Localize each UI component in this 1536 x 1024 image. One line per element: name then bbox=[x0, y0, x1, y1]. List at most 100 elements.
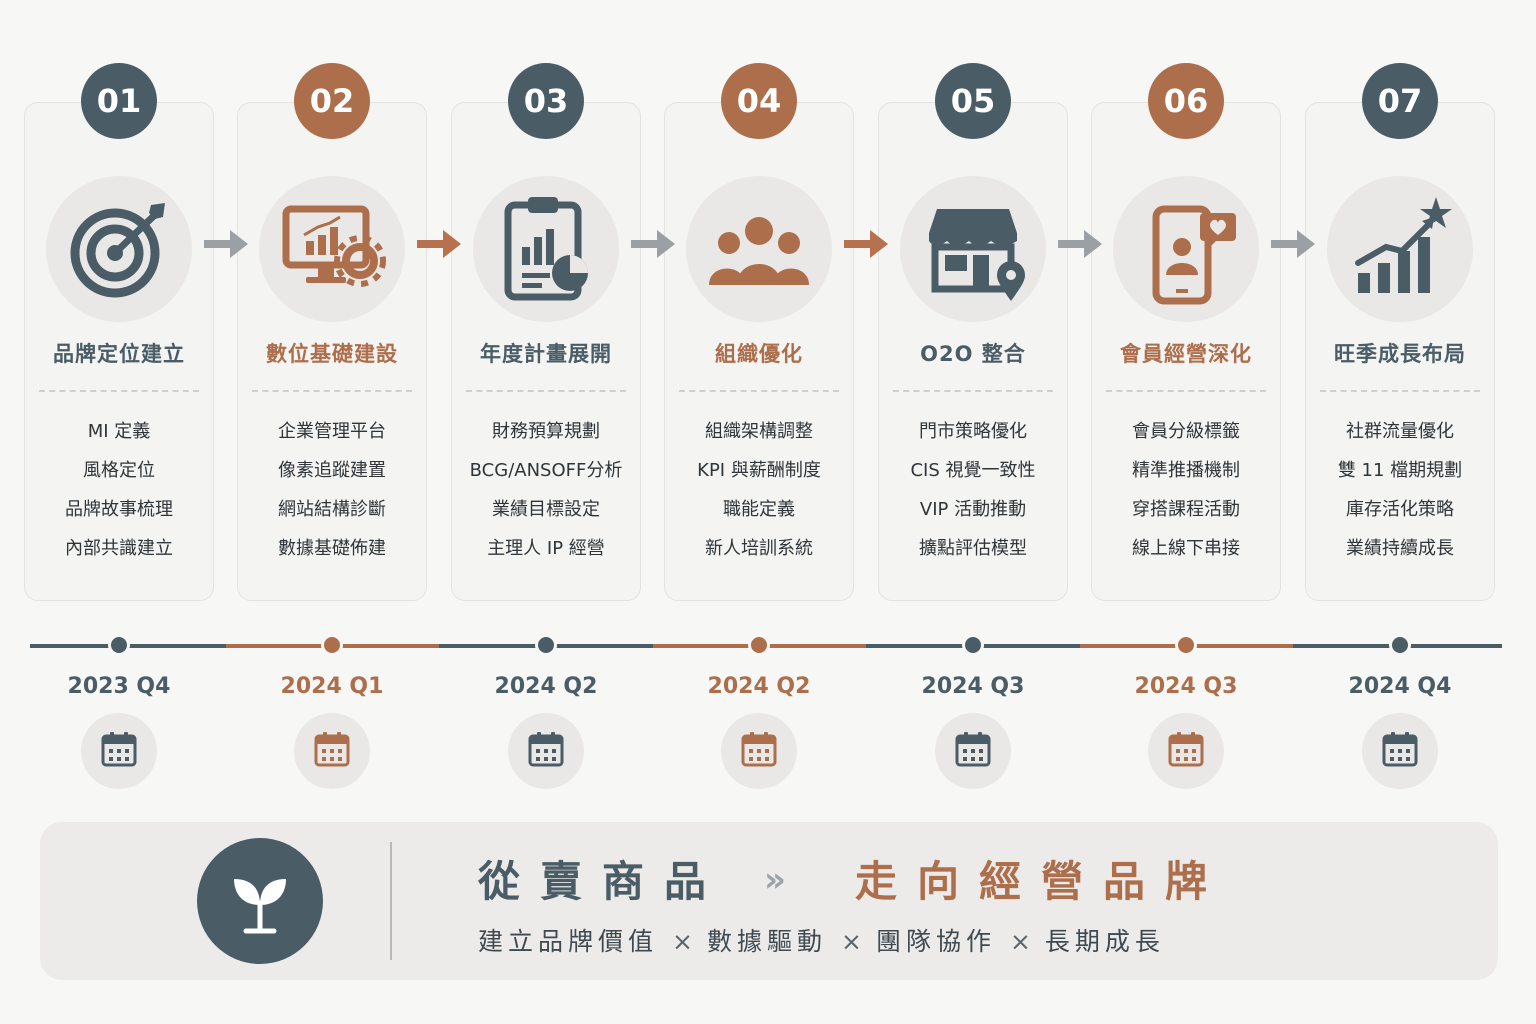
calendar-icon bbox=[1362, 713, 1438, 789]
step-title: O2O 整合 bbox=[920, 342, 1026, 366]
step-item: VIP 活動推動 bbox=[919, 499, 1027, 520]
sprout-icon bbox=[197, 838, 323, 964]
step-item: 內部共識建立 bbox=[65, 538, 173, 559]
step-items: 財務預算規劃 BCG/ANSOFF分析業績目標設定主理人 IP 經營 bbox=[451, 412, 641, 568]
chevron-right-icon: » bbox=[764, 860, 786, 900]
clipboard-chart-icon bbox=[473, 176, 619, 322]
calendar-icon bbox=[508, 713, 584, 789]
arrow-right-icon bbox=[629, 226, 677, 262]
dashed-divider bbox=[1320, 390, 1480, 392]
step-item: 職能定義 bbox=[723, 499, 795, 520]
step-item: 會員分級標籤 bbox=[1132, 421, 1240, 442]
step-item: 業績持續成長 bbox=[1346, 538, 1454, 559]
target-icon bbox=[46, 176, 192, 322]
calendar-icon bbox=[1148, 713, 1224, 789]
step-item: 精準推播機制 bbox=[1132, 460, 1240, 481]
core-values: 建立品牌價值 × 數據驅動 × 團隊協作 × 長期成長 bbox=[478, 922, 1165, 958]
arrow-right-icon bbox=[415, 226, 463, 262]
step-item: BCG/ANSOFF分析 bbox=[469, 460, 623, 481]
step-item: 線上線下串接 bbox=[1132, 538, 1240, 559]
calendar-icon bbox=[935, 713, 1011, 789]
step-item: 數據基礎佈建 bbox=[278, 538, 386, 559]
dashed-divider bbox=[39, 390, 199, 392]
banner-divider bbox=[390, 842, 392, 960]
storefront-pin-icon bbox=[900, 176, 1046, 322]
step-number-badge: 04 bbox=[721, 63, 797, 139]
timeline-date: 2024 Q4 bbox=[1348, 674, 1452, 699]
dashed-divider bbox=[1106, 390, 1266, 392]
step-item: 網站結構診斷 bbox=[278, 499, 386, 520]
timeline-date: 2024 Q1 bbox=[280, 674, 384, 699]
arrow-right-icon bbox=[842, 226, 890, 262]
step-item: 擴點評估模型 bbox=[919, 538, 1027, 559]
timeline-dot bbox=[748, 634, 770, 656]
timeline-dot bbox=[535, 634, 557, 656]
arrow-right-icon bbox=[1269, 226, 1317, 262]
step-item: 像素追蹤建置 bbox=[278, 460, 386, 481]
step-title: 數位基礎建設 bbox=[266, 342, 398, 366]
dashed-divider bbox=[252, 390, 412, 392]
arrow-right-icon bbox=[202, 226, 250, 262]
dashed-divider bbox=[893, 390, 1053, 392]
step-item: CIS 視覺一致性 bbox=[910, 460, 1036, 481]
step-number-badge: 07 bbox=[1362, 63, 1438, 139]
step-title: 品牌定位建立 bbox=[53, 342, 185, 366]
step-item: MI 定義 bbox=[87, 421, 151, 442]
timeline-date: 2023 Q4 bbox=[67, 674, 171, 699]
timeline-dot bbox=[321, 634, 343, 656]
growth-bars-star-icon bbox=[1327, 176, 1473, 322]
step-item: 穿搭課程活動 bbox=[1132, 499, 1240, 520]
phone-member-heart-icon bbox=[1113, 176, 1259, 322]
slogan-to: 走向經營品牌 bbox=[855, 857, 1228, 906]
value-item: 建立品牌價值 bbox=[478, 927, 659, 956]
step-title: 會員經營深化 bbox=[1120, 342, 1252, 366]
calendar-icon bbox=[721, 713, 797, 789]
step-items: MI 定義風格定位品牌故事梳理內部共識建立 bbox=[24, 412, 214, 568]
step-number-badge: 01 bbox=[81, 63, 157, 139]
slogan-from: 從賣商品 bbox=[478, 857, 727, 906]
step-items: 社群流量優化雙 11 檔期規劃庫存活化策略業績持續成長 bbox=[1305, 412, 1495, 568]
step-items: 會員分級標籤精準推播機制穿搭課程活動線上線下串接 bbox=[1091, 412, 1281, 568]
step-number-badge: 05 bbox=[935, 63, 1011, 139]
value-item: 數據驅動 bbox=[706, 927, 827, 956]
timeline-date: 2024 Q2 bbox=[494, 674, 598, 699]
step-title: 組織優化 bbox=[715, 342, 803, 366]
step-title: 旺季成長布局 bbox=[1334, 342, 1466, 366]
step-title: 年度計畫展開 bbox=[480, 342, 612, 366]
step-item: 新人培訓系統 bbox=[705, 538, 813, 559]
timeline-date: 2024 Q2 bbox=[707, 674, 811, 699]
step-item: 組織架構調整 bbox=[705, 421, 813, 442]
timeline-dot bbox=[1389, 634, 1411, 656]
timeline-date: 2024 Q3 bbox=[921, 674, 1025, 699]
separator: × bbox=[840, 927, 862, 956]
arrow-right-icon bbox=[1056, 226, 1104, 262]
step-item: 業績目標設定 bbox=[492, 499, 600, 520]
separator: × bbox=[1009, 927, 1031, 956]
step-items: 門市策略優化 CIS 視覺一致性 VIP 活動推動擴點評估模型 bbox=[878, 412, 1068, 568]
step-item: 庫存活化策略 bbox=[1346, 499, 1454, 520]
step-item: 財務預算規劃 bbox=[492, 421, 600, 442]
step-item: 門市策略優化 bbox=[919, 421, 1027, 442]
step-item: 企業管理平台 bbox=[278, 421, 386, 442]
step-item: 雙 11 檔期規劃 bbox=[1337, 460, 1463, 481]
timeline-dot bbox=[108, 634, 130, 656]
timeline-dot bbox=[1175, 634, 1197, 656]
value-item: 長期成長 bbox=[1044, 927, 1165, 956]
step-item: 風格定位 bbox=[83, 460, 155, 481]
step-number-badge: 06 bbox=[1148, 63, 1224, 139]
calendar-icon bbox=[81, 713, 157, 789]
step-number-badge: 03 bbox=[508, 63, 584, 139]
step-item: 主理人 IP 經營 bbox=[487, 538, 605, 559]
value-item: 團隊協作 bbox=[875, 927, 996, 956]
step-item: 品牌故事梳理 bbox=[65, 499, 173, 520]
timeline-date: 2024 Q3 bbox=[1134, 674, 1238, 699]
dashed-divider bbox=[679, 390, 839, 392]
dashed-divider bbox=[466, 390, 626, 392]
step-item: 社群流量優化 bbox=[1346, 421, 1454, 442]
step-number-badge: 02 bbox=[294, 63, 370, 139]
timeline-dot bbox=[962, 634, 984, 656]
monitor-chart-gear-icon bbox=[259, 176, 405, 322]
calendar-icon bbox=[294, 713, 370, 789]
separator: × bbox=[672, 927, 693, 956]
step-items: 企業管理平台像素追蹤建置網站結構診斷數據基礎佈建 bbox=[237, 412, 427, 568]
